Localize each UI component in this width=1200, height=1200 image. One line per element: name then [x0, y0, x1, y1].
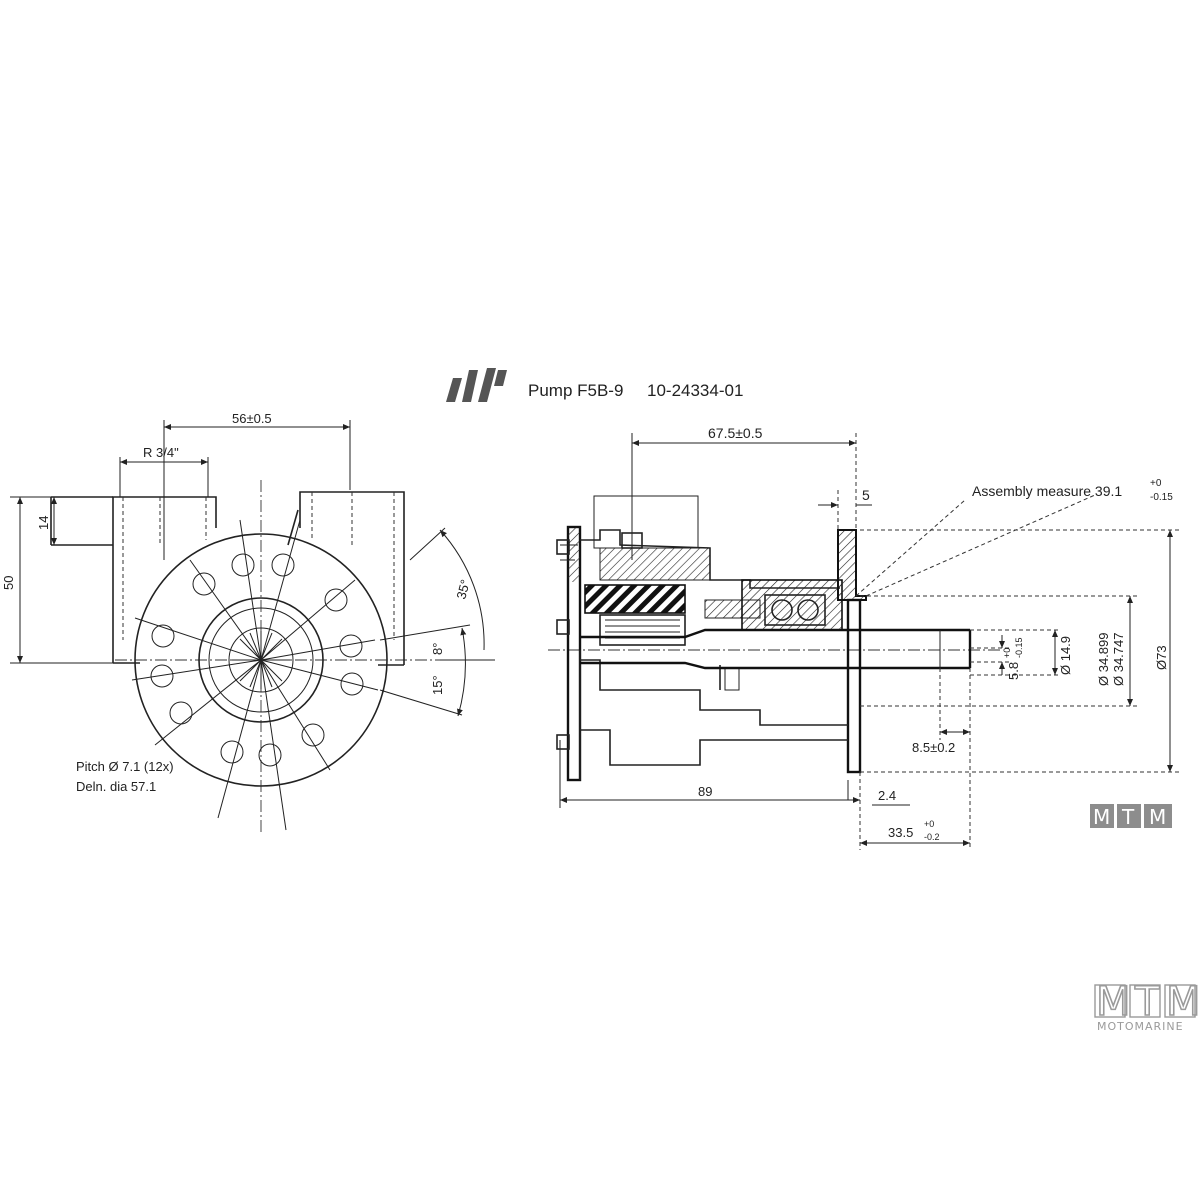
brand-letter-2: T — [1134, 979, 1160, 1025]
dim-key-label: 5.8 — [1006, 662, 1021, 680]
dim-gap-label: 2.4 — [878, 788, 896, 803]
badge-letter-1: M — [1093, 805, 1110, 829]
dim-flange-label: 5 — [862, 487, 870, 503]
deln-label: Deln. dia 57.1 — [76, 779, 156, 794]
assembly-measure-label: Assembly measure 39.1 — [972, 483, 1122, 499]
pitch-label: Pitch Ø 7.1 (12x) — [76, 759, 174, 774]
logo-icon — [446, 368, 507, 402]
brand-letter-3: M — [1166, 979, 1200, 1025]
assembly-tol-lower: -0.15 — [1150, 492, 1173, 503]
angle-15-label: 15° — [430, 675, 445, 695]
motomarine-brand: M T M MOTOMARINE — [1094, 978, 1200, 1033]
angle-35-label: 35° — [453, 578, 473, 601]
side-view — [548, 433, 1180, 850]
dim-key-tol-upper: +0 — [1002, 648, 1012, 658]
dim-port-label: 14 — [36, 516, 51, 530]
dim-bore-2-label: Ø 34.747 — [1111, 633, 1126, 687]
badge-letter-2: T — [1121, 805, 1135, 829]
badge-letter-3: M — [1149, 805, 1166, 829]
angle-8-label: 8° — [430, 643, 445, 655]
dim-outer-label: Ø73 — [1154, 645, 1169, 670]
dim-width-label: 56±0.5 — [232, 411, 272, 426]
part-number: 10-24334-01 — [647, 381, 743, 400]
dim-shaft-tol-upper: +0 — [924, 819, 934, 829]
dim-thread-label: R 3/4" — [143, 445, 179, 460]
product-title: Pump F5B-9 — [528, 381, 623, 400]
dim-shaft-label: Ø 14.9 — [1058, 636, 1073, 675]
front-view — [10, 420, 495, 835]
dim-shaft-len-label: 33.5 — [888, 825, 913, 840]
dim-top-label: 67.5±0.5 — [708, 425, 763, 441]
dim-key-tol-lower: -0.15 — [1014, 637, 1024, 658]
brand-subtitle: MOTOMARINE — [1097, 1020, 1184, 1033]
dim-key-offset-label: 8.5±0.2 — [912, 740, 955, 755]
dim-height-label: 50 — [1, 576, 16, 590]
brand-letter-1: M — [1096, 979, 1131, 1025]
mtm-badge: M T M — [1090, 804, 1172, 829]
dim-shaft-tol-lower: -0.2 — [924, 832, 940, 842]
dim-length-label: 89 — [698, 784, 712, 799]
dim-bore-1-label: Ø 34.899 — [1096, 633, 1111, 687]
assembly-tol-upper: +0 — [1150, 478, 1162, 489]
